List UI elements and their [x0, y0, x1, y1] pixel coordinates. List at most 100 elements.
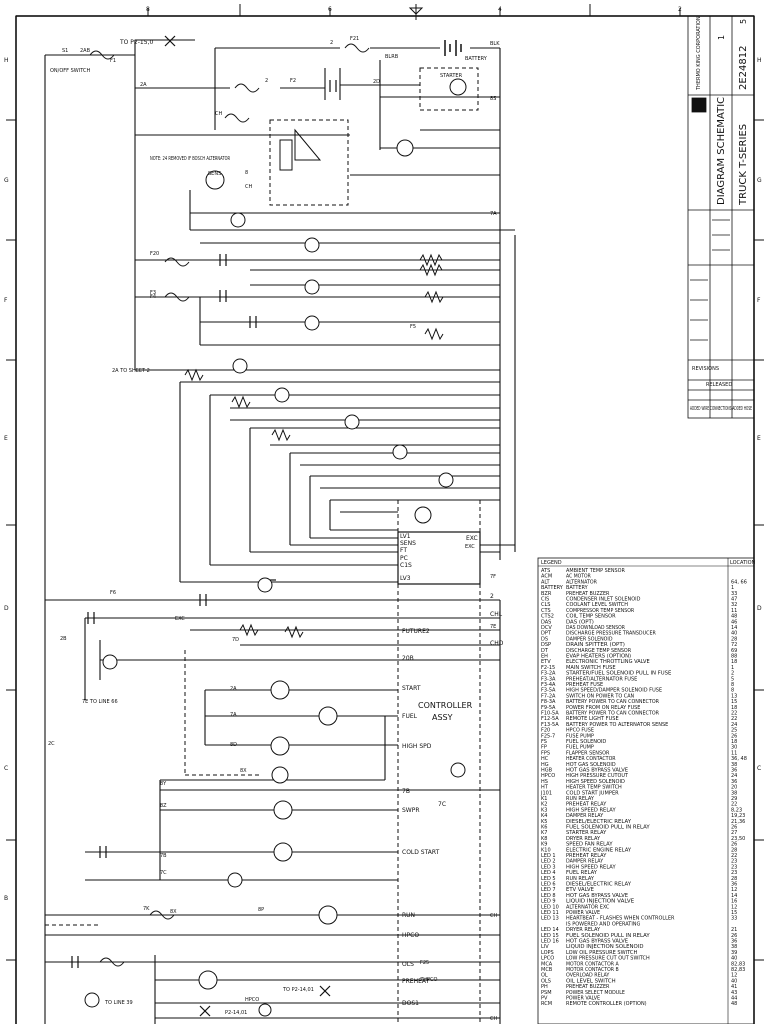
controller-pin-label: RUN — [402, 912, 415, 919]
legend-code: DPT — [541, 631, 552, 637]
wire-label: 8D — [230, 742, 237, 748]
legend-location: 64, 66 — [731, 579, 747, 585]
legend-code: EH — [541, 654, 548, 660]
legend-location: 38 — [731, 790, 737, 796]
legend-description: DAMPER SOLENOID — [566, 636, 613, 642]
svg-text:C: C — [757, 765, 761, 772]
legend-location: 21,36 — [731, 819, 745, 825]
wire-label: CH — [245, 184, 252, 190]
legend-code: BZR — [541, 591, 552, 597]
legend-description: DIESEL/ELECTRIC RELAY — [566, 819, 632, 825]
wire-label: EXC — [175, 616, 185, 622]
legend-code: LED 3 — [541, 864, 556, 870]
wire-label: 8 — [245, 170, 248, 176]
legend-description: REMOTE CONTROLLER (OPTION) — [566, 1001, 647, 1007]
legend-location: 19,23 — [731, 813, 745, 819]
legend-description: BATTERY — [566, 585, 589, 591]
legend-code: BATTERY — [541, 585, 564, 591]
company-name: THERMO KING CORPORATION — [696, 16, 702, 91]
legend-description: COOLANT LEVEL SWITCH — [566, 602, 628, 608]
legend-description: FUSE PUMP — [566, 733, 594, 739]
legend-code: PH — [541, 984, 548, 990]
legend-description: DAMPER RELAY — [566, 859, 604, 865]
legend-description: COIL TEMP SENSOR — [566, 614, 616, 620]
sheet-number: 1 — [717, 35, 726, 40]
svg-text:D: D — [757, 605, 762, 612]
label-blk: BLK — [490, 41, 500, 47]
legend-location: 39 — [731, 950, 737, 956]
controller-pin-label: DOS1 — [402, 1000, 419, 1007]
disconnect-marks — [164, 35, 331, 1017]
legend-description: HEATER CONTACTOR — [566, 756, 616, 762]
legend-location: 72 — [731, 642, 737, 648]
controller-pin-label: 2 — [490, 593, 494, 600]
legend-code: F20 — [541, 728, 550, 734]
revisions-header: REVISIONS — [692, 366, 719, 372]
legend-code: K4 — [541, 813, 547, 819]
legend-code: K1 — [541, 796, 547, 802]
legend-description: POWER VALVE — [566, 910, 600, 916]
legend-description: DAS (OPT) — [566, 619, 594, 625]
legend-description: DAMPER RELAY — [566, 813, 604, 819]
controller-pin-label: HPCO — [402, 932, 419, 939]
wire-label: 7F — [490, 574, 496, 580]
legend-location: 69 — [731, 648, 737, 654]
legend-code: K5 — [541, 819, 547, 825]
legend-description: ELECTRIC ENGINE RELAY — [566, 847, 632, 853]
legend-code: K9 — [541, 842, 547, 848]
legend-code: LED 16 — [541, 939, 559, 945]
wire-label: 8P — [258, 907, 264, 913]
legend-description: AMBIENT TEMP SENSOR — [566, 568, 625, 574]
legend-code: CLS — [541, 602, 550, 608]
wire-label: 2 — [330, 40, 333, 46]
legend-location: 48 — [731, 614, 737, 620]
svg-text:4: 4 — [498, 6, 502, 13]
legend-code: PSM — [541, 990, 552, 996]
wire-label: S1 — [62, 48, 68, 54]
legend-location: 23 — [731, 864, 737, 870]
legend-location: 18 — [731, 739, 737, 745]
legend-location: 30 — [731, 745, 737, 751]
wire-label: 7D — [232, 637, 239, 643]
legend-code: F3-4A — [541, 682, 556, 688]
legend-location: 14 — [731, 625, 737, 631]
legend-description: PREHEAT RELAY — [566, 853, 607, 859]
legend-description: SWITCH ON POWER TO CAN — [566, 693, 634, 699]
legend-location: 43 — [731, 990, 737, 996]
legend-location: 22 — [731, 802, 737, 808]
legend-description: POWER VALVE — [566, 996, 600, 1002]
legend-description: POWER SELECT MODULE — [566, 990, 625, 996]
svg-text:8: 8 — [146, 6, 150, 13]
controller-pin-label: 20B — [402, 655, 414, 662]
legend-description: FUEL PUMP — [566, 745, 594, 751]
label-to-p2-14: TO P2-14,01 — [282, 987, 314, 993]
legend-code: HS — [541, 779, 548, 785]
legend-description: REMOTE LIGHT FUSE — [566, 716, 619, 722]
legend-location: 11 — [731, 750, 737, 756]
legend-location: 32 — [731, 602, 737, 608]
legend-code: F7-2A — [541, 693, 556, 699]
legend-code: DS — [541, 636, 548, 642]
legend-code: CTS — [541, 608, 551, 614]
legend-description: FUEL SOLENOID PULL IN RELAY — [566, 933, 651, 939]
legend-location: 23,50 — [731, 836, 745, 842]
label-to-p2-14b: P2-14,01 — [225, 1010, 247, 1016]
wire-label: HPCO — [245, 997, 259, 1003]
legend-description: FUEL SOLENOID PULL IN RELAY — [566, 825, 651, 831]
change-note: ADDED WIRE CONNECTIONS ADDED HOSE — [690, 406, 752, 412]
label-to-line: 7E TO LINE 66 — [82, 699, 118, 705]
legend-code: MCB — [541, 967, 553, 973]
legend-location: 22 — [731, 711, 737, 717]
legend-location: 47 — [731, 597, 737, 603]
legend-location: 28 — [731, 636, 737, 642]
legend-location: 1 — [731, 585, 734, 591]
legend-location: 26 — [731, 733, 737, 739]
legend-location: 18 — [731, 705, 737, 711]
legend-code: F9-5A — [541, 705, 556, 711]
legend-description: FLAPPER SENSOR — [566, 750, 610, 756]
legend-location: 27 — [731, 830, 737, 836]
legend-code: ETV — [541, 659, 551, 665]
